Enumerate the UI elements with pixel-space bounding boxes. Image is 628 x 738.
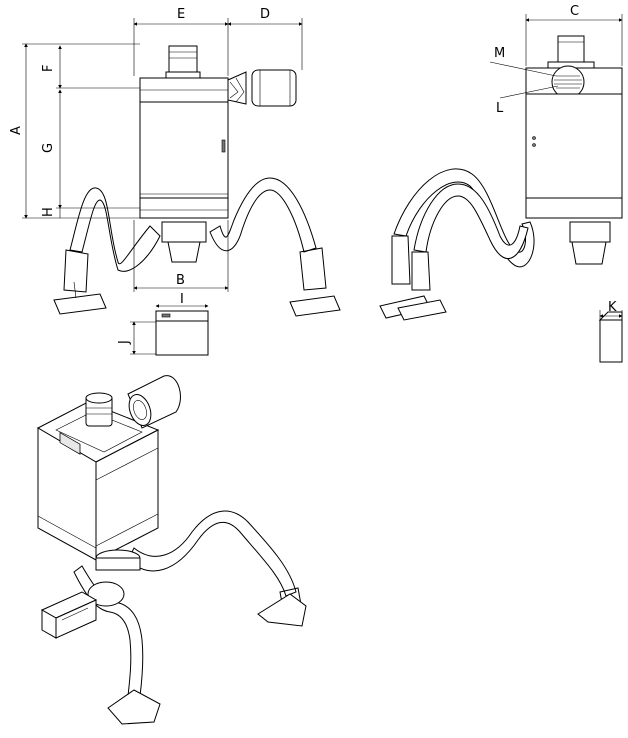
dim-label-d: D xyxy=(260,7,270,22)
side-control-box xyxy=(598,311,623,363)
iso-left-arm xyxy=(73,565,161,725)
side-fan-grille xyxy=(551,65,585,99)
iso-bucket xyxy=(95,549,141,571)
cabinet-base xyxy=(139,197,229,219)
side-cabinet-base xyxy=(525,197,623,219)
dust-bucket xyxy=(161,221,207,263)
control-box xyxy=(155,310,209,356)
dim-label-g: G xyxy=(41,143,56,153)
dim-label-h: H xyxy=(41,207,56,217)
iso-cabinet xyxy=(36,401,160,561)
iso-motor xyxy=(85,392,113,427)
right-extraction-arm xyxy=(209,177,341,317)
iso-right-arm xyxy=(127,510,307,627)
left-extraction-arm xyxy=(53,187,161,315)
dim-label-f: F xyxy=(41,65,56,72)
dim-label-c: C xyxy=(570,4,579,19)
iso-control-box xyxy=(40,591,98,639)
outlet-silencer xyxy=(227,69,297,107)
side-view: C M L K xyxy=(379,4,623,363)
dim-label-j: J xyxy=(117,340,132,345)
motor xyxy=(165,45,201,79)
side-bucket xyxy=(569,221,611,265)
callout-label-l: L xyxy=(496,101,504,116)
dimensions-front: A F G H E D B xyxy=(9,7,303,355)
dim-label-k: K xyxy=(608,300,617,315)
dim-label-e: E xyxy=(177,7,185,22)
iso-silencer xyxy=(127,375,181,429)
isometric-view xyxy=(36,375,307,725)
dimensions-side: C M L K xyxy=(489,4,623,322)
dim-label-a: A xyxy=(9,126,24,135)
side-arms xyxy=(379,168,535,321)
side-cabinet-body xyxy=(525,93,623,199)
callout-label-m: M xyxy=(494,46,505,61)
side-motor xyxy=(547,35,595,71)
dim-label-i: I xyxy=(180,292,184,307)
dim-label-b: B xyxy=(176,273,185,288)
cabinet-body xyxy=(139,101,229,199)
front-view: A F G H E D B xyxy=(9,7,341,356)
